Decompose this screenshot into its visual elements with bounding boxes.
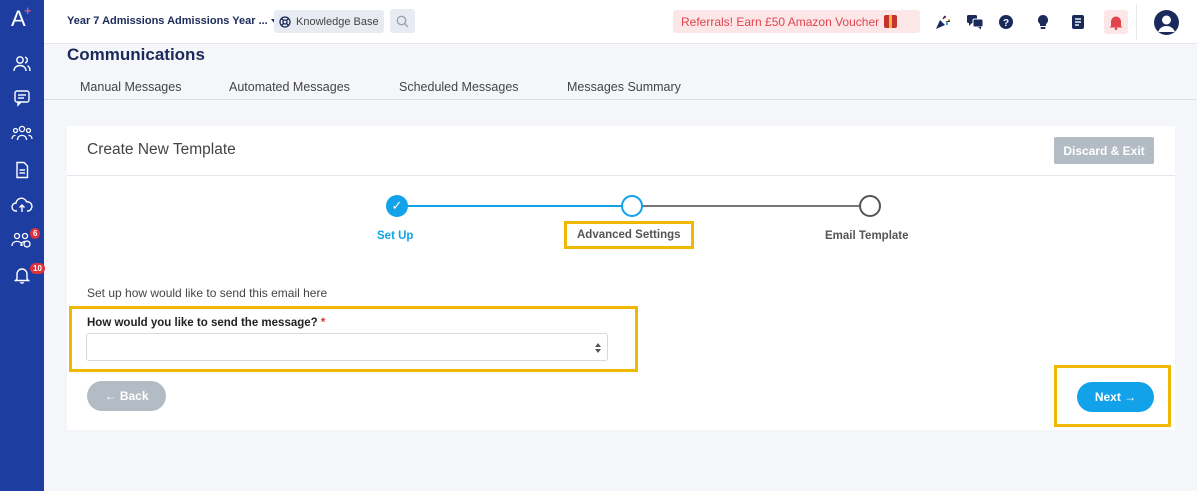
svg-text:?: ? <box>1003 18 1009 29</box>
alerts-bell-icon[interactable] <box>1104 10 1128 34</box>
chat-icon[interactable] <box>11 87 33 109</box>
page-title: Communications <box>67 45 205 64</box>
instruction-text: Set up how would like to send this email… <box>87 286 328 300</box>
select-arrows-icon <box>595 343 601 353</box>
search-button[interactable] <box>390 9 415 33</box>
send-method-select[interactable] <box>86 333 608 361</box>
step-connector-done <box>407 205 622 207</box>
communications-tabs: Manual Messages Automated Messages Sched… <box>44 76 1197 100</box>
search-icon <box>396 15 409 27</box>
tab-manual-messages[interactable]: Manual Messages <box>80 80 182 94</box>
back-button[interactable]: ← Back <box>87 381 166 411</box>
step-setup-label: Set Up <box>377 230 414 242</box>
users-icon[interactable] <box>11 53 33 75</box>
bell-icon[interactable] <box>11 264 33 286</box>
referral-banner[interactable]: Referrals! Earn £50 Amazon Voucher <box>673 10 920 33</box>
sidebar: A+ 6 10 <box>0 0 45 491</box>
step-connector-pending <box>643 205 859 207</box>
document-icon[interactable] <box>11 159 33 181</box>
tab-scheduled-messages[interactable]: Scheduled Messages <box>399 80 519 94</box>
send-method-label: How would you like to send the message? … <box>87 317 326 329</box>
step-email-label: Email Template <box>825 230 909 242</box>
topbar-divider <box>1136 4 1137 40</box>
step-advanced-label: Advanced Settings <box>564 221 694 249</box>
applicants-icon[interactable] <box>11 229 33 251</box>
step-setup-circle[interactable]: ✓ <box>386 195 408 217</box>
card-title: Create New Template <box>87 141 236 158</box>
tab-messages-summary[interactable]: Messages Summary <box>567 80 681 94</box>
gift-icon <box>884 15 898 28</box>
notes-icon[interactable] <box>1068 12 1088 32</box>
help-icon[interactable]: ? <box>996 12 1016 32</box>
tab-automated-messages[interactable]: Automated Messages <box>229 80 350 94</box>
app-logo[interactable]: A+ <box>11 3 32 31</box>
cloud-upload-icon[interactable] <box>11 194 33 216</box>
applicants-badge: 6 <box>30 228 41 239</box>
next-button-highlight: Next → <box>1054 365 1171 427</box>
user-avatar[interactable] <box>1154 10 1179 35</box>
lightbulb-icon[interactable] <box>1033 12 1053 32</box>
step-email-circle[interactable] <box>859 195 881 217</box>
messages-icon[interactable] <box>965 12 985 32</box>
step-advanced-circle[interactable] <box>621 195 643 217</box>
next-button[interactable]: Next → <box>1077 382 1154 412</box>
topbar: Year 7 Admissions Admissions Year ... Kn… <box>44 0 1197 44</box>
lifebuoy-icon <box>279 15 291 28</box>
send-method-field-group: How would you like to send the message? … <box>69 306 638 372</box>
notifications-badge: 10 <box>30 263 45 274</box>
create-template-card: Create New Template Discard & Exit ✓ Set… <box>67 126 1175 430</box>
admissions-year-select[interactable]: Year 7 Admissions Admissions Year ... <box>67 15 279 27</box>
check-icon: ✓ <box>391 198 403 213</box>
knowledge-base-button[interactable]: Knowledge Base <box>274 10 384 33</box>
discard-exit-button[interactable]: Discard & Exit <box>1054 137 1154 164</box>
card-divider <box>67 175 1175 176</box>
referral-text: Referrals! Earn £50 Amazon Voucher <box>681 14 880 29</box>
group-icon[interactable] <box>11 122 33 144</box>
celebration-icon[interactable] <box>933 12 953 32</box>
knowledge-base-label: Knowledge Base <box>296 15 379 28</box>
